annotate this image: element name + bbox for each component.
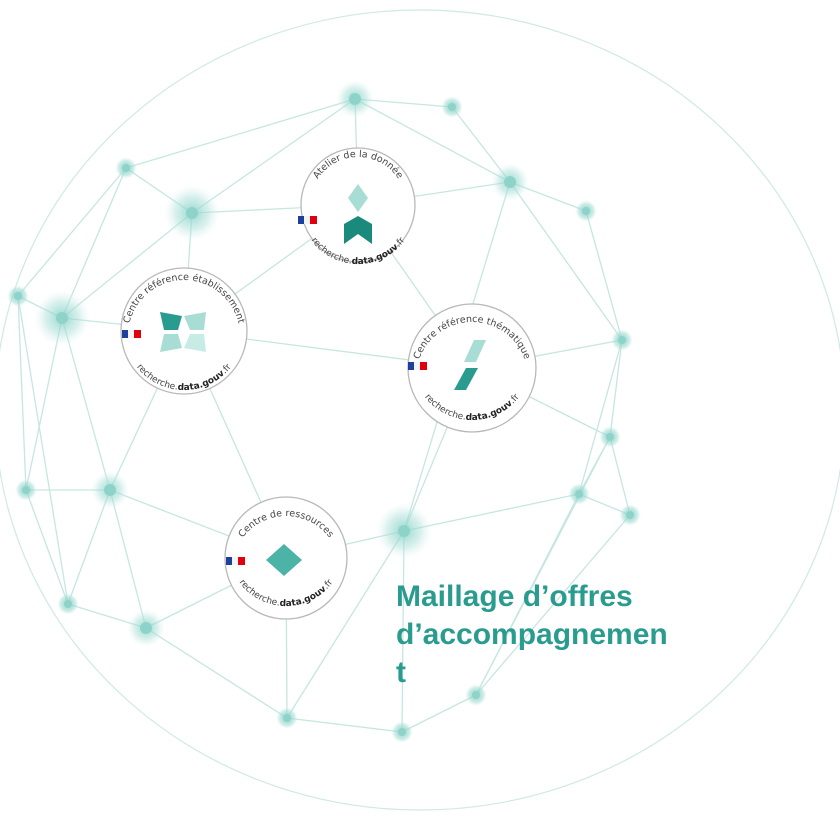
network-nodes xyxy=(7,80,641,743)
badge-etablissement: Centre référence établissement recherche… xyxy=(120,267,248,395)
network-edge xyxy=(191,98,356,214)
network-edge xyxy=(25,489,69,605)
network-edge xyxy=(286,530,405,719)
network-node-core xyxy=(186,207,198,219)
network-edge xyxy=(401,530,405,733)
network-edge xyxy=(17,295,69,605)
diagram-caption: Maillage d’offres d’accompagnemen t xyxy=(396,578,741,692)
atelier-diamond-house-icon xyxy=(344,184,372,244)
network-node-core xyxy=(504,176,516,188)
caption-line-1: Maillage d’offres xyxy=(396,580,633,613)
network-node-core xyxy=(56,312,68,324)
caption-line-3: t xyxy=(396,656,406,689)
network-edge xyxy=(286,717,403,733)
etablissement-pinwheel-icon xyxy=(160,312,206,352)
network-node-core xyxy=(64,600,72,608)
network-node-core xyxy=(122,164,130,172)
network-node-core xyxy=(626,511,634,519)
network-node-core xyxy=(140,622,152,634)
caption-line-2: d’accompagnemen xyxy=(396,618,668,651)
network-node-core xyxy=(606,433,614,441)
badge-thematique: Centre référence thématique recherche.da… xyxy=(407,303,537,433)
network-edge xyxy=(578,339,623,495)
network-edge xyxy=(145,627,288,719)
ressources-diamond-icon xyxy=(266,544,302,576)
outer-ellipse xyxy=(0,9,840,811)
network-node-core xyxy=(22,486,30,494)
network-edge xyxy=(17,295,27,491)
network-edge xyxy=(585,210,623,341)
network-edge xyxy=(17,167,127,297)
network-edge xyxy=(61,317,111,491)
network-node-core xyxy=(398,525,410,537)
network-node-core xyxy=(14,292,22,300)
network-edge xyxy=(475,436,611,696)
badge-ressources: Centre de ressources recherche.data.gouv… xyxy=(224,496,348,620)
network-node-core xyxy=(575,490,583,498)
network-node-core xyxy=(398,728,406,736)
network-edge xyxy=(125,98,356,169)
network-node-core xyxy=(283,714,291,722)
network-node-core xyxy=(448,103,456,111)
flag-icon xyxy=(122,330,141,338)
thematique-parallelogram-icon xyxy=(454,340,486,390)
network-node-core xyxy=(349,93,361,105)
badge-atelier: Atelier de la donnée recherche.data.gouv… xyxy=(298,147,416,267)
network-edge xyxy=(67,489,111,605)
network-node-core xyxy=(618,336,626,344)
network-edge xyxy=(475,514,631,696)
flag-icon xyxy=(408,362,427,370)
flag-icon xyxy=(298,216,317,224)
network-edge xyxy=(25,317,63,491)
network-node-core xyxy=(472,691,480,699)
network-node-core xyxy=(104,484,116,496)
network-edge xyxy=(509,181,623,341)
network-edge xyxy=(609,339,623,438)
network-edge xyxy=(401,694,477,733)
network-edge xyxy=(109,489,147,629)
network-node-core xyxy=(582,207,590,215)
network-edge xyxy=(403,493,580,532)
network-edge xyxy=(609,436,631,516)
network-edge xyxy=(354,98,511,183)
flag-icon xyxy=(226,557,245,565)
